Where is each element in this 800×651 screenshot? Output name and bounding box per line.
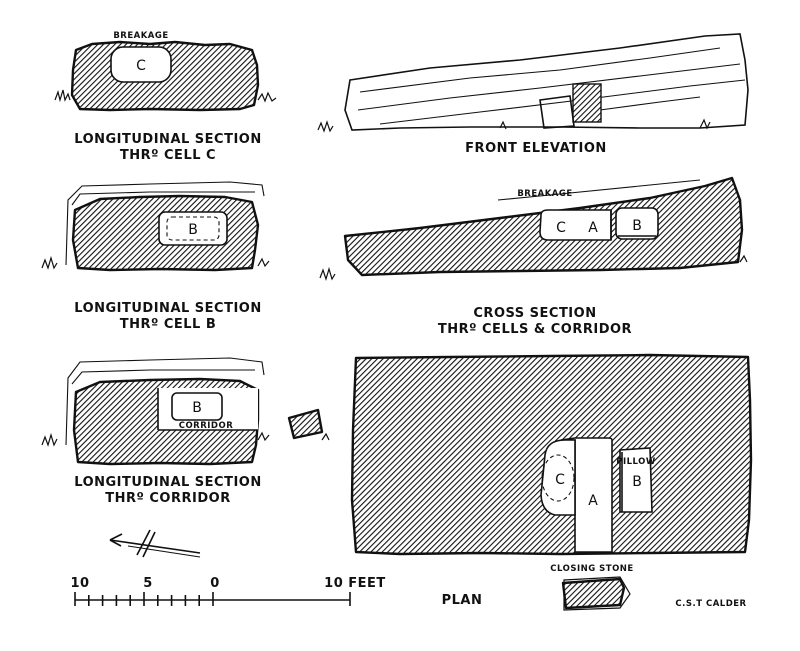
plan-cell-a-letter: A [588,493,598,509]
cross-cell-c-letter: C [556,220,566,236]
section-corridor: B CORRIDOR LONGITUDINAL SECTION THRº COR… [41,357,330,506]
pillow-label: PILLOW [616,457,656,467]
caption-long-c-1: LONGITUDINAL SECTION [74,132,261,147]
caption-long-cor-1: LONGITUDINAL SECTION [74,475,261,490]
section-cell-b: B LONGITUDINAL SECTION THRº CELL B [41,181,270,332]
plan: C A B PILLOW [350,353,753,556]
breakage-label-top: BREAKAGE [113,31,168,41]
cells-c-a-void [539,209,612,241]
cross-cell-b-void [615,207,659,240]
caption-long-c-2: THRº CELL C [120,148,216,163]
north-arrow-icon [109,529,201,558]
caption-plan: PLAN [442,593,483,608]
cell-c-letter: C [136,58,146,74]
corridor-label: CORRIDOR [179,421,234,431]
scale-tick-0: 0 [210,576,220,591]
caption-long-b-2: THRº CELL B [120,317,217,332]
scale-end-label: 10 FEET [324,576,386,591]
author-credit: C.S.T CALDER [675,599,746,609]
cross-cell-b-letter: B [632,218,642,234]
scale-tick-10: 10 [70,576,89,591]
cell-c-void [110,46,172,83]
caption-cross-1: CROSS SECTION [473,306,596,321]
section-cell-c: C BREAKAGE LONGITUDINAL SECTION THRº CEL… [54,31,277,163]
cross-cell-a-letter: A [588,220,598,236]
plan-cell-c-letter: C [555,472,565,488]
caption-long-b-1: LONGITUDINAL SECTION [74,301,261,316]
scale-bar: 10 5 0 10 FEET [70,576,385,606]
cell-b-void [158,211,228,246]
closing-stone-label: CLOSING STONE [550,564,633,574]
breakage-label-cross: BREAKAGE [517,189,572,199]
plan-cell-b-letter: B [632,474,642,490]
front-elevation: FRONT ELEVATION [317,33,749,156]
front-door-opening [572,83,602,123]
corridor-cell-b-void [171,392,223,421]
scale-tick-5: 5 [143,576,153,591]
corridor-cell-b-letter: B [192,400,202,416]
closing-stone-plan: CLOSING STONE [550,564,633,611]
caption-cross-2: THRº CELLS & CORRIDOR [438,322,632,337]
plan-cell-b [619,447,653,513]
caption-long-cor-2: THRº CORRIDOR [105,491,230,506]
cell-b-letter: B [188,222,198,238]
closing-stone-section [287,408,324,440]
cross-section: C A B BREAKAGE CROSS SECTION THRº CELLS … [319,176,748,337]
caption-front-elevation: FRONT ELEVATION [465,141,607,156]
